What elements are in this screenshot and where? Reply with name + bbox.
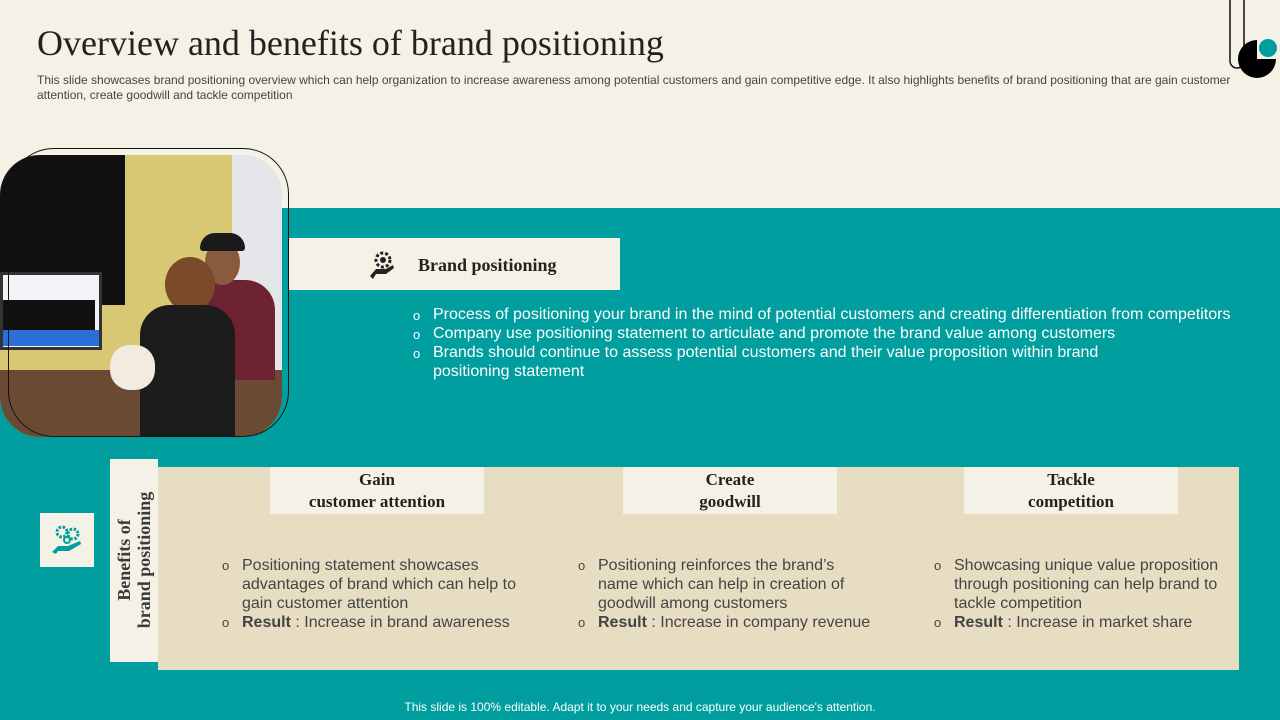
card-title-line1: Create bbox=[705, 469, 755, 489]
photo-frame bbox=[8, 148, 289, 437]
card-title-line2: goodwill bbox=[699, 491, 761, 511]
benefits-label-line1: Benefits of bbox=[114, 519, 134, 601]
benefits-label: Benefits of brand positioning bbox=[114, 492, 154, 629]
list-item: Showcasing unique value proposition thro… bbox=[934, 556, 1234, 613]
card-title-line2: competition bbox=[1028, 491, 1114, 511]
page-title: Overview and benefits of brand positioni… bbox=[37, 23, 664, 63]
hand-gear-icon bbox=[370, 251, 394, 279]
brand-positioning-header bbox=[289, 238, 620, 290]
card-title-line1: Tackle bbox=[1047, 469, 1095, 489]
decorative-logo-icon bbox=[1229, 0, 1277, 78]
benefit-list-gain-attention: Positioning statement showcases advantag… bbox=[222, 556, 522, 632]
list-item: Positioning reinforces the brand’s name … bbox=[578, 556, 878, 613]
result-label: Result bbox=[954, 614, 1003, 631]
result-text: : Increase in market share bbox=[1002, 614, 1193, 631]
list-item-result: Result : Increase in brand awareness bbox=[222, 613, 522, 632]
benefits-label-box bbox=[110, 459, 158, 662]
list-item-result: Result : Increase in market share bbox=[934, 613, 1234, 632]
list-item-result: Result : Increase in company revenue bbox=[578, 613, 878, 632]
benefit-list-create-goodwill: Positioning reinforces the brand’s name … bbox=[578, 556, 878, 632]
benefits-label-line2: brand positioning bbox=[134, 491, 154, 629]
list-item: Process of positioning your brand in the… bbox=[413, 305, 1243, 325]
brand-positioning-list: Process of positioning your brand in the… bbox=[413, 305, 1243, 381]
result-label: Result bbox=[242, 614, 291, 631]
list-item: Company use positioning statement to art… bbox=[413, 324, 1243, 344]
hand-gears-icon bbox=[52, 525, 81, 554]
page-subtitle: This slide showcases brand positioning o… bbox=[37, 73, 1231, 102]
card-title-line2: customer attention bbox=[308, 491, 446, 511]
result-text: : Increase in company revenue bbox=[646, 614, 871, 631]
result-text: : Increase in brand awareness bbox=[290, 614, 510, 631]
benefits-icon-box bbox=[40, 513, 94, 567]
brand-positioning-title: Brand positioning bbox=[418, 255, 557, 275]
list-item: Positioning statement showcases advantag… bbox=[222, 556, 522, 613]
footer-note: This slide is 100% editable. Adapt it to… bbox=[404, 700, 876, 714]
result-label: Result bbox=[598, 614, 647, 631]
benefit-list-tackle-competition: Showcasing unique value proposition thro… bbox=[934, 556, 1234, 632]
list-item: Brands should continue to assess potenti… bbox=[413, 343, 1113, 381]
card-title-line1: Gain bbox=[359, 469, 395, 489]
